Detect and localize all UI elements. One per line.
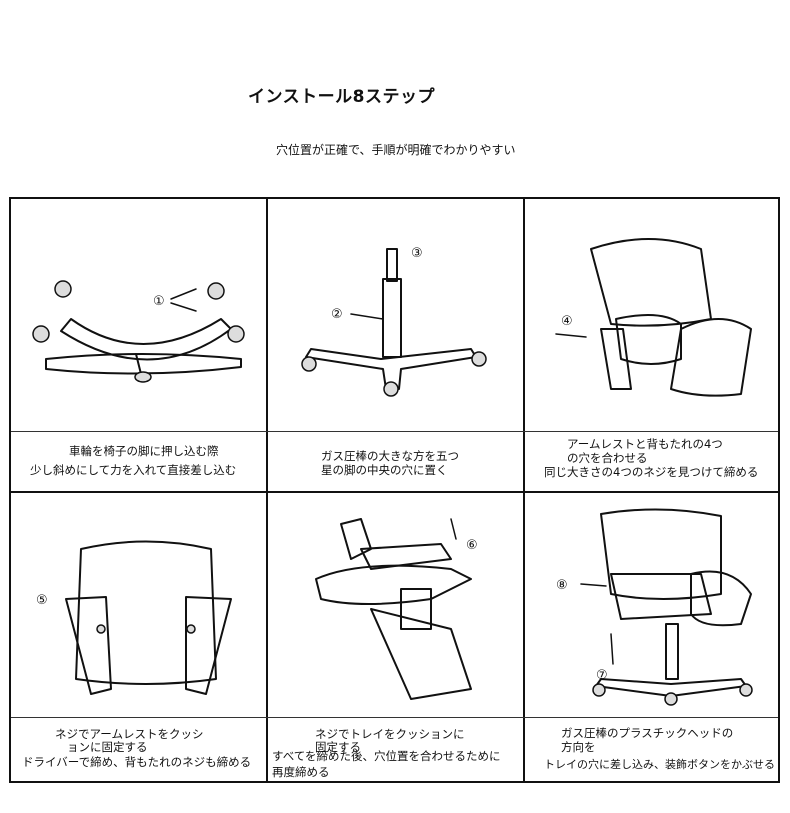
step5-caption-line: 固定する — [315, 740, 361, 754]
grid-divider — [11, 431, 778, 432]
step1-caption-line: 少し斜めにして力を入れて直接差し込む — [30, 463, 237, 477]
step3-caption-line: 同じ大きさの4つのネジを見つけて締める — [544, 465, 759, 479]
step6-marker-7: ⑦ — [596, 668, 608, 683]
step5-caption-line: すべてを締めた後、穴位置を合わせるために — [272, 749, 501, 763]
grid-divider — [266, 199, 268, 781]
page-title: インストール8ステップ — [248, 87, 435, 107]
step4-marker: ⑤ — [36, 593, 48, 608]
step5-caption-line: 再度締める — [272, 765, 330, 779]
step1-caption-line: 車輪を椅子の脚に押し込む際 — [69, 444, 219, 458]
step6-caption-line: トレイの穴に差し込み、装飾ボタンをかぶせる — [544, 758, 775, 771]
step3-illustration: ④ — [555, 238, 752, 397]
grid-divider — [11, 491, 778, 493]
step6-caption-line: ガス圧棒のプラスチックヘッドの — [561, 726, 734, 740]
step5-marker: ⑥ — [466, 538, 478, 553]
step4-caption-line: ネジでアームレストをクッシ — [55, 727, 204, 741]
step2-marker-3: ③ — [411, 246, 423, 261]
step3-marker: ④ — [561, 314, 573, 329]
step2-caption-line: 星の脚の中央の穴に置く — [321, 463, 448, 477]
step1-illustration: ① — [32, 280, 245, 383]
step3-caption-line: アームレストと背もたれの4つ — [567, 437, 723, 451]
step4-illustration: ⑤ — [36, 540, 232, 695]
step5-caption-line: ネジでトレイをクッションに — [315, 727, 465, 741]
step2-marker-2: ② — [331, 307, 343, 322]
grid-divider — [11, 717, 778, 718]
step5-illustration: ⑥ — [315, 518, 478, 700]
step6-illustration: ⑧ ⑦ — [556, 508, 753, 706]
step3-caption-line: の穴を合わせる — [567, 451, 648, 465]
step6-caption-line: 方向を — [561, 740, 596, 754]
step2-caption-line: ガス圧棒の大きな方を五つ — [321, 449, 459, 463]
step6-marker-8: ⑧ — [556, 578, 568, 593]
step4-caption-line: ドライバーで締め、背もたれのネジも締める — [22, 755, 252, 769]
step4-caption-line: ョンに固定する — [67, 740, 148, 754]
page-subtitle: 穴位置が正確で、手順が明確でわかりやすい — [276, 143, 516, 157]
step2-illustration: ② ③ — [301, 246, 487, 397]
grid-divider — [523, 199, 525, 781]
instruction-grid: ① ② ③ ④ ⑤ ⑥ — [9, 197, 780, 783]
step1-marker: ① — [153, 294, 165, 309]
